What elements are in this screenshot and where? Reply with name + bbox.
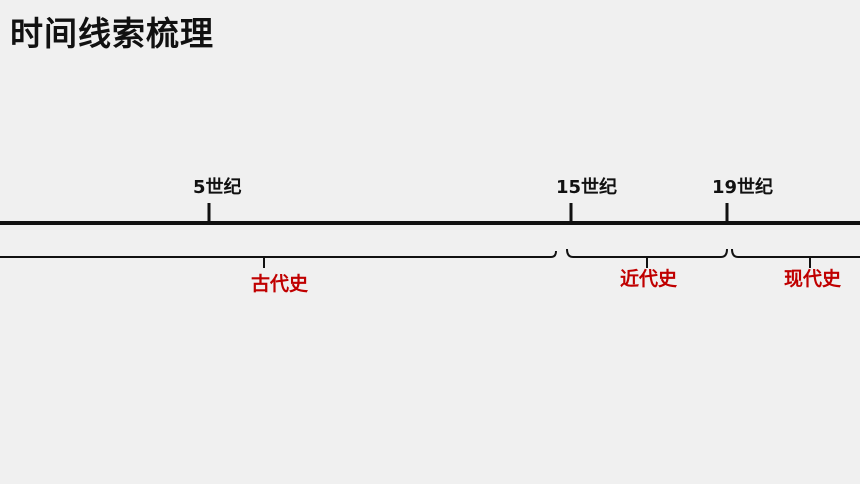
bracket-contemporary [731, 248, 860, 268]
era-label-contemporary: 现代史 [784, 268, 842, 290]
century-label-19: 19世纪 [712, 177, 774, 198]
era-label-modern: 近代史 [620, 268, 678, 290]
century-label-15: 15世纪 [556, 177, 618, 198]
bracket-modern [566, 248, 728, 268]
era-label-ancient: 古代史 [251, 273, 309, 295]
page-title: 时间线索梳理 [10, 14, 214, 53]
century-label-5: 5世纪 [193, 177, 242, 198]
bracket-ancient [0, 250, 557, 268]
